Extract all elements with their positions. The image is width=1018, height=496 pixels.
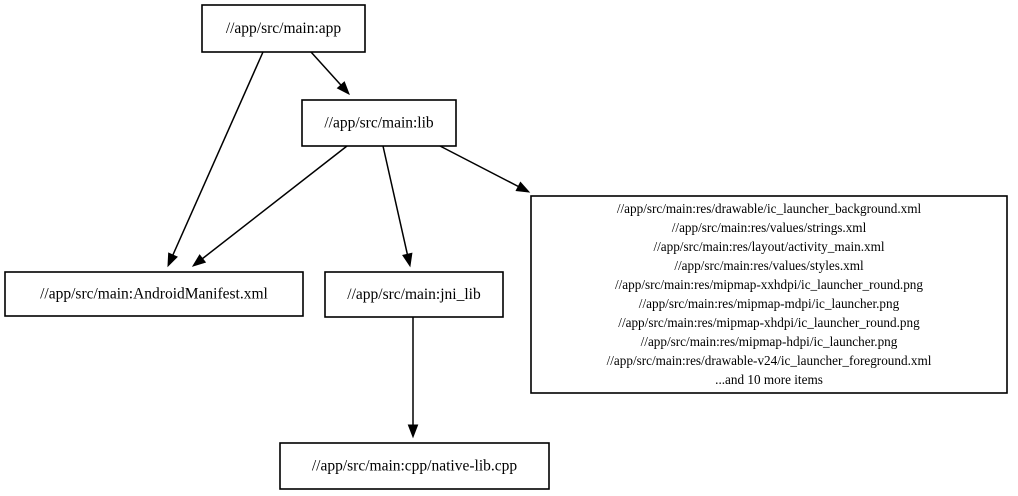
node-box-resources[interactable]: [530, 195, 1008, 394]
edge-line: [172, 51, 264, 256]
node-label-line: //app/src/main:res/values/styles.xml: [674, 258, 864, 273]
node-label-line: //app/src/main:res/layout/activity_main.…: [653, 239, 884, 254]
edges-layer: [167, 51, 531, 439]
graph-node-lib[interactable]: //app/src/main:lib: [301, 99, 457, 147]
node-label-app: //app/src/main:app: [226, 20, 342, 37]
graph-edge-lib-resources: [439, 145, 531, 193]
node-label-line: //app/src/main:res/drawable-v24/ic_launc…: [607, 353, 932, 368]
edge-arrowhead: [191, 254, 207, 267]
node-label-line: //app/src/main:res/values/strings.xml: [672, 220, 867, 235]
edge-line: [382, 145, 409, 255]
graph-edge-lib-manifest: [191, 145, 348, 267]
nodes-layer: //app/src/main:app //app/src/main:lib //ap…: [4, 4, 1008, 490]
edge-arrowhead: [515, 181, 531, 193]
node-label-lib: //app/src/main:lib: [324, 115, 434, 132]
node-label-manifest: //app/src/main:AndroidManifest.xml: [40, 286, 268, 303]
graph-node-manifest[interactable]: //app/src/main:AndroidManifest.xml: [4, 271, 304, 317]
graph-edge-app-manifest: [167, 51, 264, 268]
node-box-native_lib[interactable]: [279, 442, 550, 490]
edge-arrowhead: [407, 424, 419, 439]
graph-node-app[interactable]: //app/src/main:app: [201, 4, 366, 53]
node-label-line: //app/src/main:res/mipmap-xxhdpi/ic_laun…: [615, 277, 923, 292]
graph-node-resources[interactable]: //app/src/main:res/drawable/ic_launcher_…: [530, 195, 1008, 394]
edge-arrowhead: [402, 252, 413, 268]
node-label-line: //app/src/main:res/mipmap-hdpi/ic_launch…: [641, 334, 898, 349]
node-box-app[interactable]: [201, 4, 366, 53]
node-label-line: //app/src/main:res/drawable/ic_launcher_…: [617, 201, 922, 216]
edge-arrowhead: [336, 81, 350, 96]
graph-edge-jni_lib-native: [407, 317, 419, 439]
node-label-line: //app/src/main:res/mipmap-mdpi/ic_launch…: [639, 296, 900, 311]
node-box-jni_lib[interactable]: [324, 271, 504, 318]
edge-line: [439, 145, 519, 188]
edge-arrowhead: [167, 252, 178, 268]
node-label-jni_lib: //app/src/main:jni_lib: [347, 286, 481, 303]
graph-edge-lib-jni_lib: [382, 145, 413, 268]
node-label-line: ...and 10 more items: [715, 372, 823, 387]
graph-node-native_lib[interactable]: //app/src/main:cpp/native-lib.cpp: [279, 442, 550, 490]
edge-line: [310, 51, 342, 86]
graph-node-jni_lib[interactable]: //app/src/main:jni_lib: [324, 271, 504, 318]
edge-line: [202, 145, 348, 260]
node-box-lib[interactable]: [301, 99, 457, 147]
graph-edge-app-lib: [310, 51, 350, 96]
node-label-native_lib: //app/src/main:cpp/native-lib.cpp: [312, 458, 518, 475]
node-box-manifest[interactable]: [4, 271, 304, 317]
node-label-line: //app/src/main:res/mipmap-xhdpi/ic_launc…: [618, 315, 920, 330]
